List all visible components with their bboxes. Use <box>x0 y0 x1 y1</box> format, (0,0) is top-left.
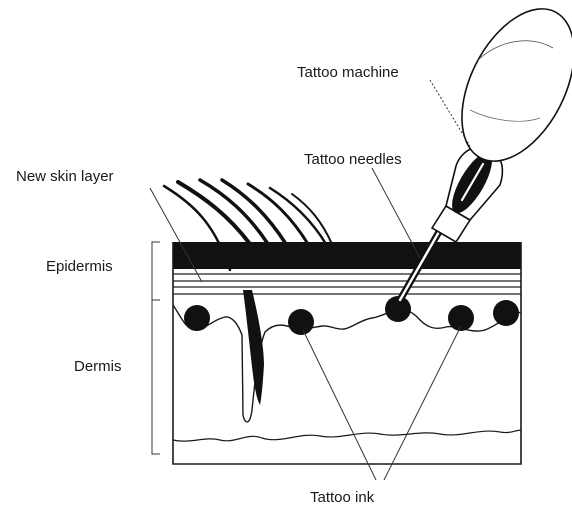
ink-dot <box>493 300 519 326</box>
label-tattoo-needles: Tattoo needles <box>304 151 402 169</box>
tattoo-ink-dots <box>184 296 519 335</box>
subcutaneous-boundary-line <box>173 430 521 441</box>
skin-block-outline <box>173 242 521 464</box>
hair-strand <box>292 194 332 244</box>
ink-dot <box>288 309 314 335</box>
label-dermis: Dermis <box>74 358 122 376</box>
leader-ink-b <box>384 326 461 480</box>
new-skin-layer <box>173 274 521 287</box>
label-epidermis: Epidermis <box>46 258 113 276</box>
hair-strand <box>222 180 286 244</box>
ink-dot <box>184 305 210 331</box>
epidermis-top-layer <box>173 242 521 269</box>
machine-body <box>439 0 572 179</box>
leader-lines <box>150 80 470 480</box>
label-new-skin-layer: New skin layer <box>16 168 114 186</box>
label-tattoo-machine: Tattoo machine <box>297 64 399 82</box>
dermis-bracket <box>152 300 160 454</box>
hair-follicle <box>243 290 264 405</box>
leader-ink-a <box>303 330 376 480</box>
epidermis-bracket <box>152 242 160 300</box>
label-tattoo-ink: Tattoo ink <box>310 489 374 507</box>
